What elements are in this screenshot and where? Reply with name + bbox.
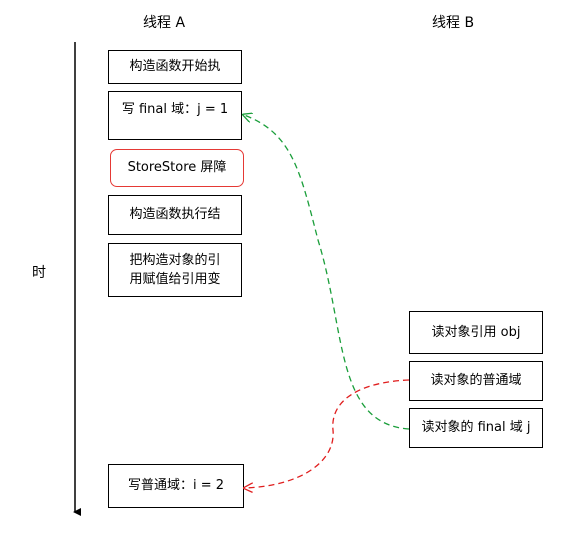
ctor-end-text: 构造函数执行结 xyxy=(129,207,221,223)
read-ref-box: 读对象引用 obj xyxy=(409,311,543,354)
read-ref-text: 读对象引用 obj xyxy=(431,324,521,340)
read-final-text: 读对象的 final 域 j xyxy=(421,420,531,436)
write-normal-box: 写普通域：i = 2 xyxy=(108,464,244,508)
ctor-start-box: 构造函数开始执 xyxy=(108,50,242,84)
barrier-text: StoreStore 屏障 xyxy=(127,160,227,176)
time-axis-label: 时 xyxy=(32,265,46,281)
ctor-end-box: 构造函数执行结 xyxy=(108,195,242,235)
write-normal-text: 写普通域：i = 2 xyxy=(127,478,225,494)
read-normal-box: 读对象的普通域 xyxy=(409,361,543,401)
assign-ref-line2: 用赋值给引用变 xyxy=(129,272,221,287)
write-final-text: 写 final 域：j = 1 xyxy=(121,102,229,117)
storestore-barrier-box: StoreStore 屏障 xyxy=(110,149,244,187)
read-normal-text: 读对象的普通域 xyxy=(430,373,522,389)
write-final-box: 写 final 域：j = 1 xyxy=(108,91,242,140)
normal-field-link xyxy=(245,379,410,488)
thread-a-title: 线程 A xyxy=(143,15,186,31)
thread-b-title: 线程 B xyxy=(432,15,475,31)
ctor-start-text: 构造函数开始执 xyxy=(129,59,221,75)
read-final-box: 读对象的 final 域 j xyxy=(409,408,543,448)
final-field-link xyxy=(244,115,410,430)
assign-ref-box: 把构造对象的引 用赋值给引用变 xyxy=(108,243,242,297)
assign-ref-line1: 把构造对象的引 xyxy=(129,252,221,268)
